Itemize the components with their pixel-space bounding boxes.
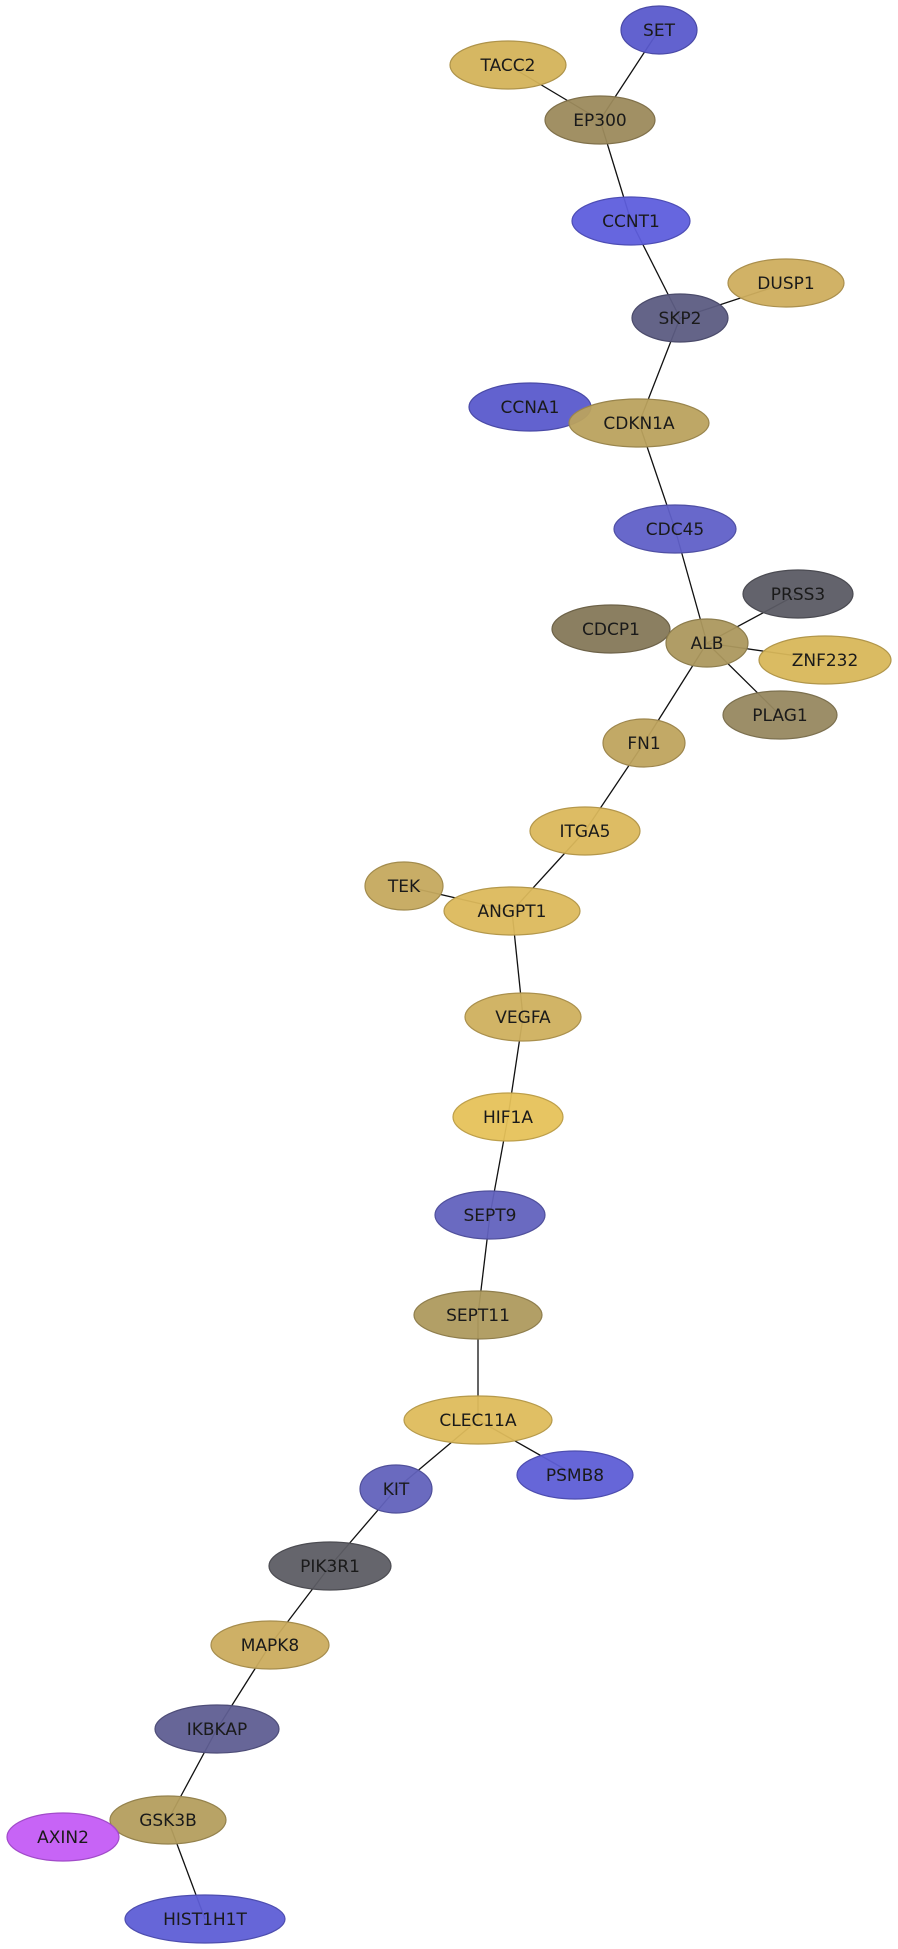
node-sept11-shape[interactable] bbox=[413, 1290, 543, 1340]
node-prss3-shape[interactable] bbox=[742, 569, 854, 619]
node-cdcp1-shape[interactable] bbox=[551, 604, 671, 654]
node-sept9[interactable]: SEPT9 bbox=[434, 1190, 546, 1240]
node-mapk8[interactable]: MAPK8 bbox=[210, 1620, 330, 1670]
node-sept9-label: SEPT9 bbox=[464, 1206, 517, 1226]
node-ikbkap[interactable]: IKBKAP bbox=[154, 1704, 280, 1754]
node-kit[interactable]: KIT bbox=[359, 1464, 433, 1514]
node-axin2-shape[interactable] bbox=[6, 1812, 120, 1862]
node-pik3r1-shape[interactable] bbox=[268, 1541, 392, 1591]
node-ccnt1[interactable]: CCNT1 bbox=[571, 196, 691, 246]
node-angpt1[interactable]: ANGPT1 bbox=[443, 886, 581, 936]
node-znf232[interactable]: ZNF232 bbox=[758, 635, 892, 685]
node-hist1h1t[interactable]: HIST1H1T bbox=[124, 1894, 286, 1944]
node-hif1a-shape[interactable] bbox=[452, 1092, 564, 1142]
node-vegfa-label: VEGFA bbox=[495, 1008, 551, 1028]
node-ikbkap-shape[interactable] bbox=[154, 1704, 280, 1754]
node-pik3r1[interactable]: PIK3R1 bbox=[268, 1541, 392, 1591]
node-cdcp1[interactable]: CDCP1 bbox=[551, 604, 671, 654]
node-cdkn1a[interactable]: CDKN1A bbox=[568, 398, 710, 448]
node-cdcp1-label: CDCP1 bbox=[582, 620, 640, 640]
node-fn1-label: FN1 bbox=[627, 734, 660, 754]
node-ccnt1-shape[interactable] bbox=[571, 196, 691, 246]
node-hist1h1t-shape[interactable] bbox=[124, 1894, 286, 1944]
node-cdkn1a-shape[interactable] bbox=[568, 398, 710, 448]
node-itga5-label: ITGA5 bbox=[559, 822, 610, 842]
node-tacc2-shape[interactable] bbox=[449, 40, 567, 90]
node-hif1a-label: HIF1A bbox=[483, 1108, 533, 1128]
node-pik3r1-label: PIK3R1 bbox=[300, 1557, 360, 1577]
node-cdc45-label: CDC45 bbox=[646, 520, 704, 540]
node-plag1-label: PLAG1 bbox=[752, 706, 807, 726]
node-alb-shape[interactable] bbox=[665, 618, 749, 668]
node-set-shape[interactable] bbox=[620, 5, 698, 55]
node-mapk8-shape[interactable] bbox=[210, 1620, 330, 1670]
node-dusp1[interactable]: DUSP1 bbox=[727, 258, 845, 308]
node-ep300-label: EP300 bbox=[573, 111, 626, 131]
node-cdc45-shape[interactable] bbox=[613, 504, 737, 554]
node-prss3-label: PRSS3 bbox=[771, 585, 825, 605]
node-sept11[interactable]: SEPT11 bbox=[413, 1290, 543, 1340]
node-znf232-label: ZNF232 bbox=[792, 651, 859, 671]
node-gsk3b-label: GSK3B bbox=[139, 1811, 197, 1831]
node-plag1-shape[interactable] bbox=[722, 690, 838, 740]
node-ccna1-label: CCNA1 bbox=[501, 398, 560, 418]
node-hist1h1t-label: HIST1H1T bbox=[163, 1910, 247, 1930]
node-psmb8-shape[interactable] bbox=[516, 1450, 634, 1500]
node-vegfa-shape[interactable] bbox=[464, 992, 582, 1042]
node-mapk8-label: MAPK8 bbox=[241, 1636, 300, 1656]
node-sept9-shape[interactable] bbox=[434, 1190, 546, 1240]
node-set-label: SET bbox=[643, 21, 676, 41]
node-itga5-shape[interactable] bbox=[529, 806, 641, 856]
node-dusp1-shape[interactable] bbox=[727, 258, 845, 308]
node-znf232-shape[interactable] bbox=[758, 635, 892, 685]
node-gsk3b-shape[interactable] bbox=[109, 1795, 227, 1845]
node-axin2-label: AXIN2 bbox=[37, 1828, 89, 1848]
node-alb-label: ALB bbox=[691, 634, 724, 654]
node-angpt1-label: ANGPT1 bbox=[478, 902, 547, 922]
node-tacc2-label: TACC2 bbox=[480, 56, 536, 76]
node-sept11-label: SEPT11 bbox=[446, 1306, 510, 1326]
node-ep300-shape[interactable] bbox=[544, 95, 656, 145]
node-kit-shape[interactable] bbox=[359, 1464, 433, 1514]
node-prss3[interactable]: PRSS3 bbox=[742, 569, 854, 619]
node-dusp1-label: DUSP1 bbox=[757, 274, 814, 294]
node-tek-label: TEK bbox=[387, 877, 421, 897]
node-tek[interactable]: TEK bbox=[364, 861, 444, 911]
node-itga5[interactable]: ITGA5 bbox=[529, 806, 641, 856]
node-psmb8-label: PSMB8 bbox=[546, 1466, 604, 1486]
node-gsk3b[interactable]: GSK3B bbox=[109, 1795, 227, 1845]
node-ccnt1-label: CCNT1 bbox=[602, 212, 660, 232]
node-skp2[interactable]: SKP2 bbox=[631, 293, 729, 343]
node-ikbkap-label: IKBKAP bbox=[187, 1720, 248, 1740]
node-fn1[interactable]: FN1 bbox=[602, 718, 686, 768]
node-ccna1[interactable]: CCNA1 bbox=[468, 382, 592, 432]
node-fn1-shape[interactable] bbox=[602, 718, 686, 768]
node-tacc2[interactable]: TACC2 bbox=[449, 40, 567, 90]
node-alb[interactable]: ALB bbox=[665, 618, 749, 668]
node-hif1a[interactable]: HIF1A bbox=[452, 1092, 564, 1142]
node-angpt1-shape[interactable] bbox=[443, 886, 581, 936]
node-tek-shape[interactable] bbox=[364, 861, 444, 911]
node-plag1[interactable]: PLAG1 bbox=[722, 690, 838, 740]
node-set[interactable]: SET bbox=[620, 5, 698, 55]
node-cdc45[interactable]: CDC45 bbox=[613, 504, 737, 554]
node-psmb8[interactable]: PSMB8 bbox=[516, 1450, 634, 1500]
node-skp2-label: SKP2 bbox=[658, 309, 701, 329]
node-clec11a-label: CLEC11A bbox=[439, 1411, 517, 1431]
node-vegfa[interactable]: VEGFA bbox=[464, 992, 582, 1042]
node-skp2-shape[interactable] bbox=[631, 293, 729, 343]
node-cdkn1a-label: CDKN1A bbox=[603, 414, 675, 434]
node-clec11a-shape[interactable] bbox=[403, 1395, 553, 1445]
node-axin2[interactable]: AXIN2 bbox=[6, 1812, 120, 1862]
node-kit-label: KIT bbox=[383, 1480, 410, 1500]
node-ep300[interactable]: EP300 bbox=[544, 95, 656, 145]
node-clec11a[interactable]: CLEC11A bbox=[403, 1395, 553, 1445]
